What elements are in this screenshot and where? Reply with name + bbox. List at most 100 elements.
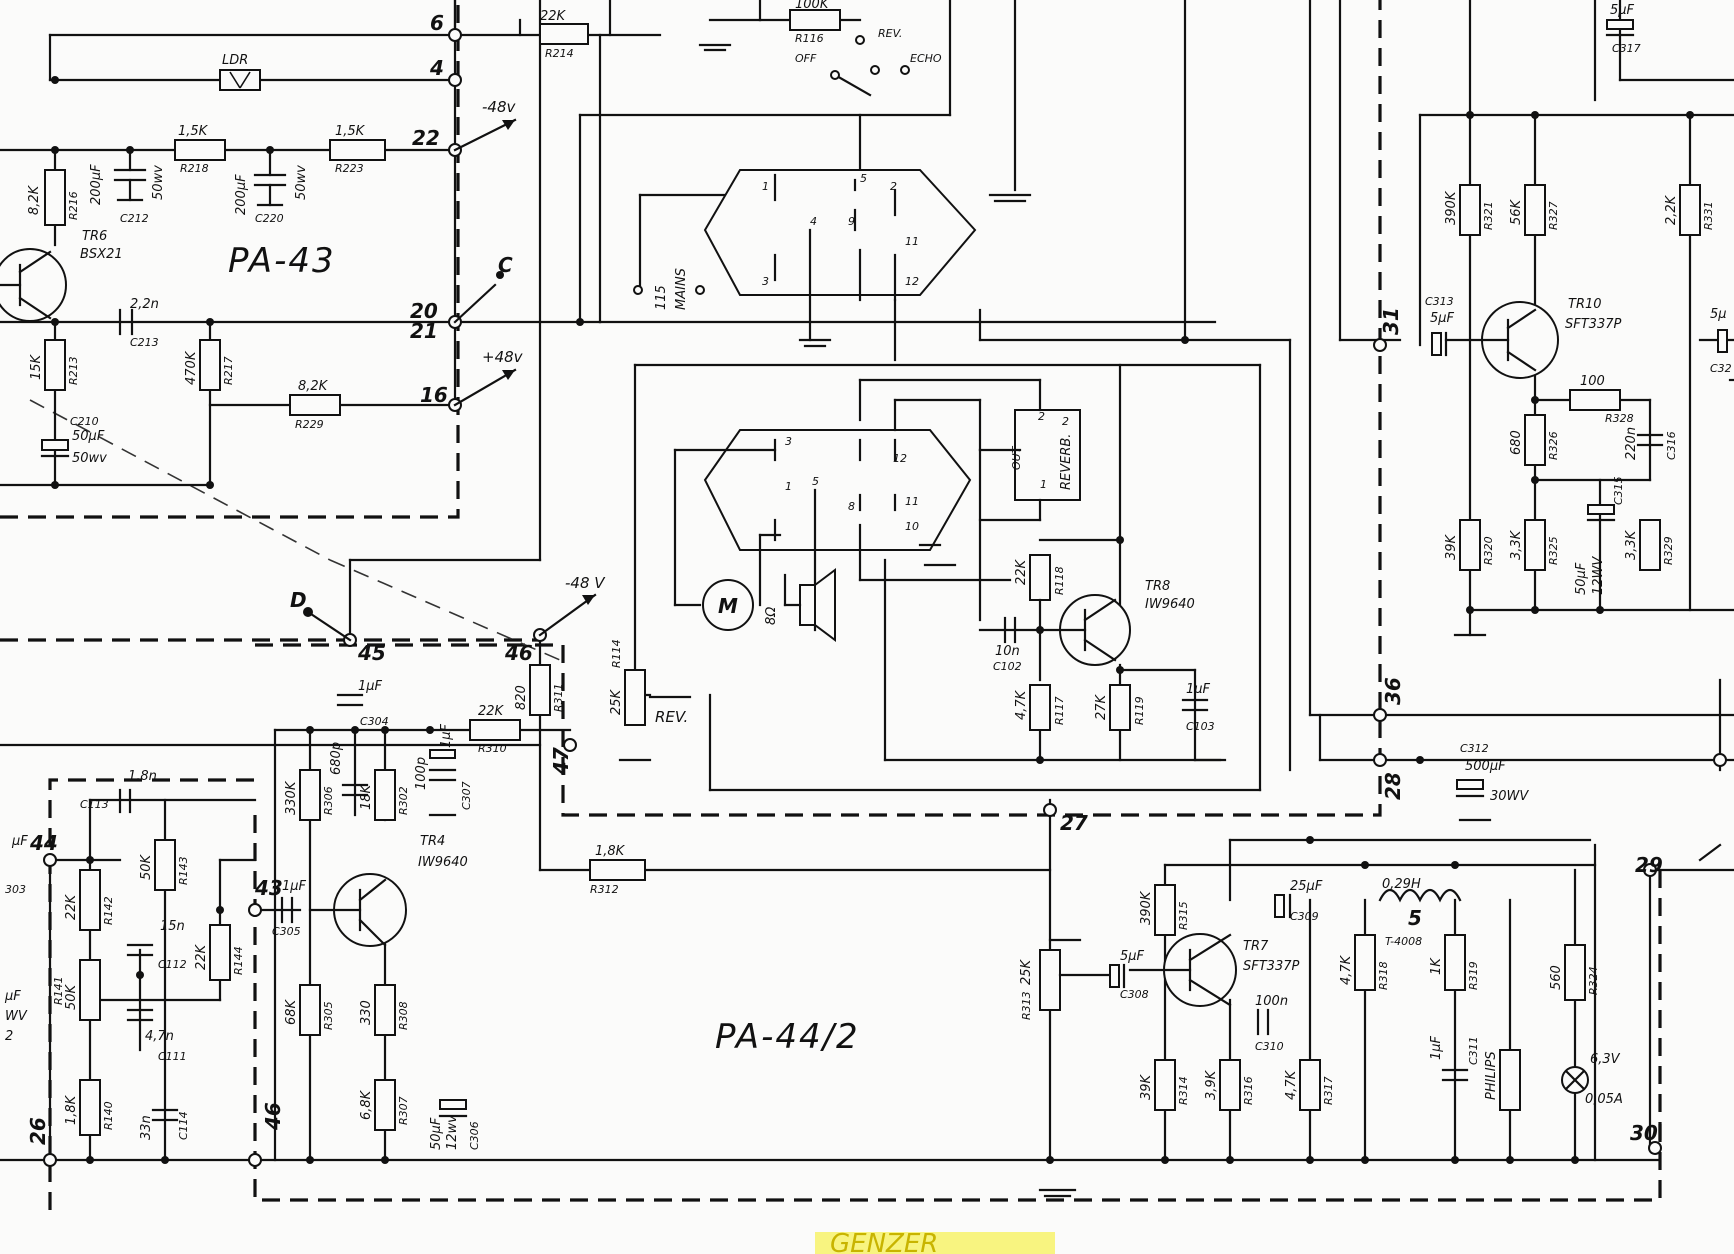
r324-value: 560 <box>1549 965 1564 990</box>
r143-value: 50K <box>139 853 154 880</box>
top-pin-4: 4 <box>810 215 817 228</box>
resistor-r324 <box>1564 944 1586 1001</box>
capacitor-c112 <box>126 943 154 957</box>
r117-ref: R117 <box>1053 696 1066 725</box>
r312-value: 1,8K <box>595 844 626 859</box>
terminal-46-bottom: 46 <box>261 1102 285 1131</box>
r144-ref: R144 <box>232 946 245 975</box>
r141-ref: R141 <box>52 976 65 1005</box>
ldr <box>219 69 261 91</box>
l5-value: 0,29H <box>1382 877 1421 892</box>
c32x-ref: C32 <box>1710 362 1732 375</box>
c220-value: 200µF <box>234 174 249 215</box>
resistor-r216 <box>44 169 66 226</box>
board-outline-pa43 <box>0 0 460 519</box>
r320-value: 39K <box>1444 533 1459 560</box>
capacitor-c313 <box>1431 331 1448 357</box>
tr10-type: SFT337P <box>1565 317 1621 332</box>
terminal-27: 27 <box>1060 811 1088 835</box>
r327-value: 56K <box>1509 198 1524 225</box>
mid-pin-12: 12 <box>893 452 907 465</box>
speaker-impedance: 8Ω <box>764 607 779 625</box>
mains-label: MAINS <box>674 268 689 310</box>
top-pin-5: 5 <box>860 172 867 185</box>
r315-value: 390K <box>1139 890 1154 925</box>
c309-ref: C309 <box>1290 910 1319 923</box>
resistor-r326 <box>1524 414 1546 466</box>
r214-ref: R214 <box>545 47 574 60</box>
junctions <box>51 76 1694 1164</box>
resistor-r316 <box>1219 1059 1241 1111</box>
r213-ref: R213 <box>67 356 80 385</box>
resistor-r325 <box>1524 519 1546 571</box>
r316-ref: R316 <box>1242 1076 1255 1105</box>
r119-ref: R119 <box>1133 696 1146 725</box>
r216-ref: R216 <box>67 191 80 220</box>
mid-pin-5: 5 <box>812 475 819 488</box>
terminal-46-top: 46 <box>504 641 533 665</box>
r316-value: 3,9K <box>1204 1069 1219 1100</box>
r314-ref: R314 <box>1177 1076 1190 1105</box>
l5-ref: 5 <box>1408 906 1422 930</box>
c311-ref: C311 <box>1467 1036 1480 1065</box>
capacitor-c310 <box>1256 1008 1270 1036</box>
c102-value: 10n <box>995 644 1020 659</box>
board-label-pa44: PA-44/2 <box>715 1017 860 1057</box>
terminal-28: 28 <box>1381 772 1405 800</box>
capacitor-c210 <box>40 439 70 458</box>
terminal-21: 21 <box>410 319 438 343</box>
resistor-r144 <box>209 924 231 981</box>
c303-value: µF <box>11 834 28 849</box>
reverb-pot-label: REV. <box>655 708 688 726</box>
function-switch <box>830 35 910 97</box>
c113-ref: C113 <box>80 798 109 811</box>
pa44-wiring <box>348 0 1734 792</box>
capacitor-c317 <box>1605 19 1635 37</box>
c307-ref: C307 <box>460 781 473 810</box>
c111-value: 4,7n <box>145 1029 174 1044</box>
resistor-r305 <box>299 984 321 1036</box>
mid-pin-8: 8 <box>848 500 855 513</box>
c316-value: 220n <box>1624 427 1639 460</box>
resistor-r310 <box>469 719 521 741</box>
capacitor-c113 <box>118 788 132 814</box>
board-label-pa43: PA-43 <box>228 241 336 281</box>
left-cap-wv: WV <box>5 1009 28 1024</box>
c212-wv: 50wv <box>151 165 166 200</box>
r331-value: 2,2K <box>1664 194 1679 225</box>
rail-minus48-mid: -48 V <box>565 574 606 592</box>
mid-pin-2: 2 <box>1038 410 1045 423</box>
resistor-r321 <box>1459 184 1481 236</box>
tr7-type: SFT337P <box>1243 959 1299 974</box>
r229-value: 8,2K <box>298 379 329 394</box>
lamp-current: 0,05A <box>1585 1092 1623 1107</box>
capacitor-c32x <box>1717 329 1728 353</box>
rail-plus48: +48v <box>482 348 524 366</box>
terminal-16: 16 <box>420 383 448 407</box>
switch-rev-label: REV. <box>878 27 902 40</box>
reverb-unit-wiring <box>978 363 1122 622</box>
c307-value: 1µF <box>439 723 454 748</box>
resistor-r116 <box>789 9 841 31</box>
c310-value: 100n <box>1255 994 1288 1009</box>
philips-component <box>1499 1049 1521 1111</box>
r118-ref: R118 <box>1053 566 1066 595</box>
reverb-unit <box>1014 409 1081 501</box>
capacitor-c315 <box>1586 504 1616 522</box>
motor <box>702 579 754 631</box>
inductor-l5 <box>1378 888 1462 903</box>
capacitor-c306 <box>438 1099 468 1118</box>
c220-wv: 50wv <box>294 165 309 200</box>
c210-ref: C210 <box>70 415 99 428</box>
capacitor-c111 <box>126 1008 154 1022</box>
resistor-r218 <box>174 139 226 161</box>
c315-wv: 12WV <box>1591 556 1606 595</box>
resistor-r143 <box>154 839 176 891</box>
reverb-out-label: OUT <box>1010 445 1023 470</box>
r114-ref: R114 <box>610 639 623 668</box>
c312-ref: C312 <box>1460 742 1489 755</box>
c304-value: 1µF <box>358 679 383 694</box>
labels: PA-43 PA-44/2 6 4 22 20 21 16 45 46 47 4… <box>4 0 1732 1150</box>
transistor-tr4 <box>308 873 407 947</box>
